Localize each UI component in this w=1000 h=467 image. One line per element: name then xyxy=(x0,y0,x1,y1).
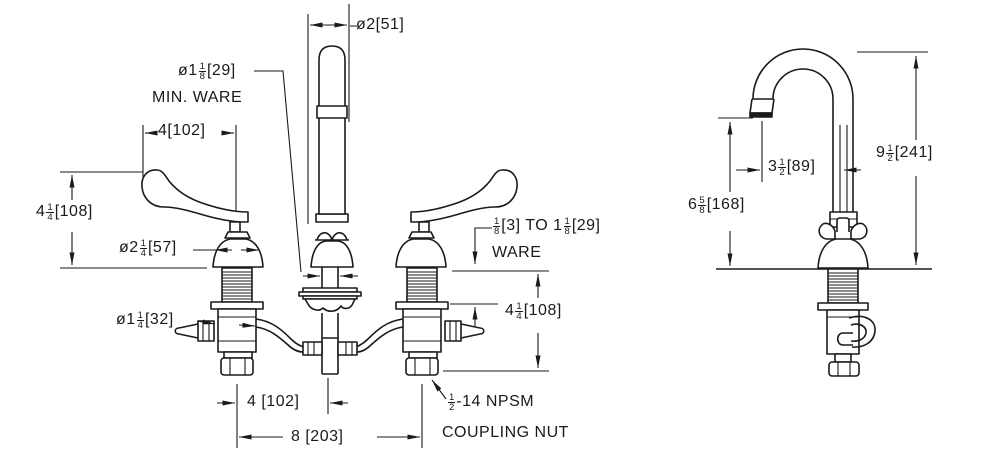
right-handle xyxy=(395,169,518,268)
left-handle-escutcheon xyxy=(212,238,264,268)
spout-shank xyxy=(321,267,339,288)
spout-outer-curve xyxy=(752,48,854,212)
side-escutcheon xyxy=(817,238,869,269)
right-handle-stem xyxy=(418,221,430,233)
left-handle-blade xyxy=(141,169,249,223)
tee-right-port xyxy=(337,341,358,356)
wing-mounting-nut xyxy=(304,298,356,312)
gooseneck-spout xyxy=(749,48,854,212)
left-valve-body xyxy=(217,308,257,353)
right-valve-threads xyxy=(407,271,437,300)
leader-min-ware xyxy=(254,70,302,273)
extension-line xyxy=(60,4,928,448)
leader-coupling-nut xyxy=(431,379,447,400)
right-valve-flange xyxy=(395,301,449,310)
dim-full-spread: 8 [203] xyxy=(291,428,344,445)
side-valve-threads xyxy=(828,272,858,301)
tee-left-port xyxy=(302,341,323,356)
handle-end-view xyxy=(818,217,868,240)
dim-handle-length: 4[102] xyxy=(158,122,206,139)
right-valve-shank xyxy=(406,267,438,303)
left-handle-collar xyxy=(224,231,251,239)
left-handle-stem xyxy=(229,221,241,233)
spout-base-bumps xyxy=(315,232,349,241)
dim-spout-escutcheon-diameter: ø2[51] xyxy=(356,16,405,33)
right-coupling-nut xyxy=(405,357,439,376)
left-valve-collar xyxy=(223,351,253,359)
side-valve-shank xyxy=(827,268,859,304)
right-valve-body xyxy=(402,308,442,353)
left-coupling-nut xyxy=(220,357,254,376)
left-valve-threads xyxy=(222,271,252,300)
note-coupling-name: COUPLING NUT xyxy=(442,424,569,441)
right-handle-escutcheon xyxy=(395,238,447,268)
left-valve-shank xyxy=(221,267,253,303)
side-coupling-nut-facets xyxy=(837,362,851,376)
right-valve-body-lines xyxy=(403,316,441,342)
dimension-arrows xyxy=(69,22,919,440)
right-coupling-nut-facets xyxy=(414,358,431,375)
center-assembly xyxy=(298,287,362,375)
left-valve-flange xyxy=(210,301,264,310)
handle-wing-left xyxy=(818,222,836,240)
dim-arrow xyxy=(238,322,256,328)
supply-hook xyxy=(836,315,876,348)
side-view xyxy=(716,48,932,377)
side-coupling-nut xyxy=(828,361,860,377)
spout-tube xyxy=(318,45,346,215)
dim-arrow xyxy=(196,319,216,325)
right-valve xyxy=(395,267,485,376)
handle-wing-right xyxy=(850,222,868,240)
left-valve-body-lines xyxy=(218,316,256,342)
handle-stem-end xyxy=(836,217,850,232)
spout-band xyxy=(316,105,348,119)
leader-ware xyxy=(474,227,492,240)
side-valve-collar xyxy=(834,353,852,363)
left-handle xyxy=(141,169,264,268)
spout-inner-curve xyxy=(772,68,834,212)
extension-lines xyxy=(60,4,928,448)
right-supply-elbow xyxy=(444,320,485,342)
spout-joint xyxy=(315,213,349,223)
right-valve-collar xyxy=(408,351,438,359)
front-view xyxy=(141,45,518,376)
dim-half-spread: 4 [102] xyxy=(247,393,300,410)
dim-min-ware-note: MIN. WARE xyxy=(152,89,243,106)
spout-nozzle-tip xyxy=(749,112,773,118)
right-handle-blade xyxy=(410,169,518,223)
spout-escutcheon xyxy=(310,240,354,268)
left-coupling-nut-facets xyxy=(229,358,246,375)
spout-front xyxy=(310,45,354,288)
side-valve-flange xyxy=(817,302,869,311)
dim-ware-thickness-note: WARE xyxy=(492,244,542,261)
right-handle-collar xyxy=(408,231,435,239)
